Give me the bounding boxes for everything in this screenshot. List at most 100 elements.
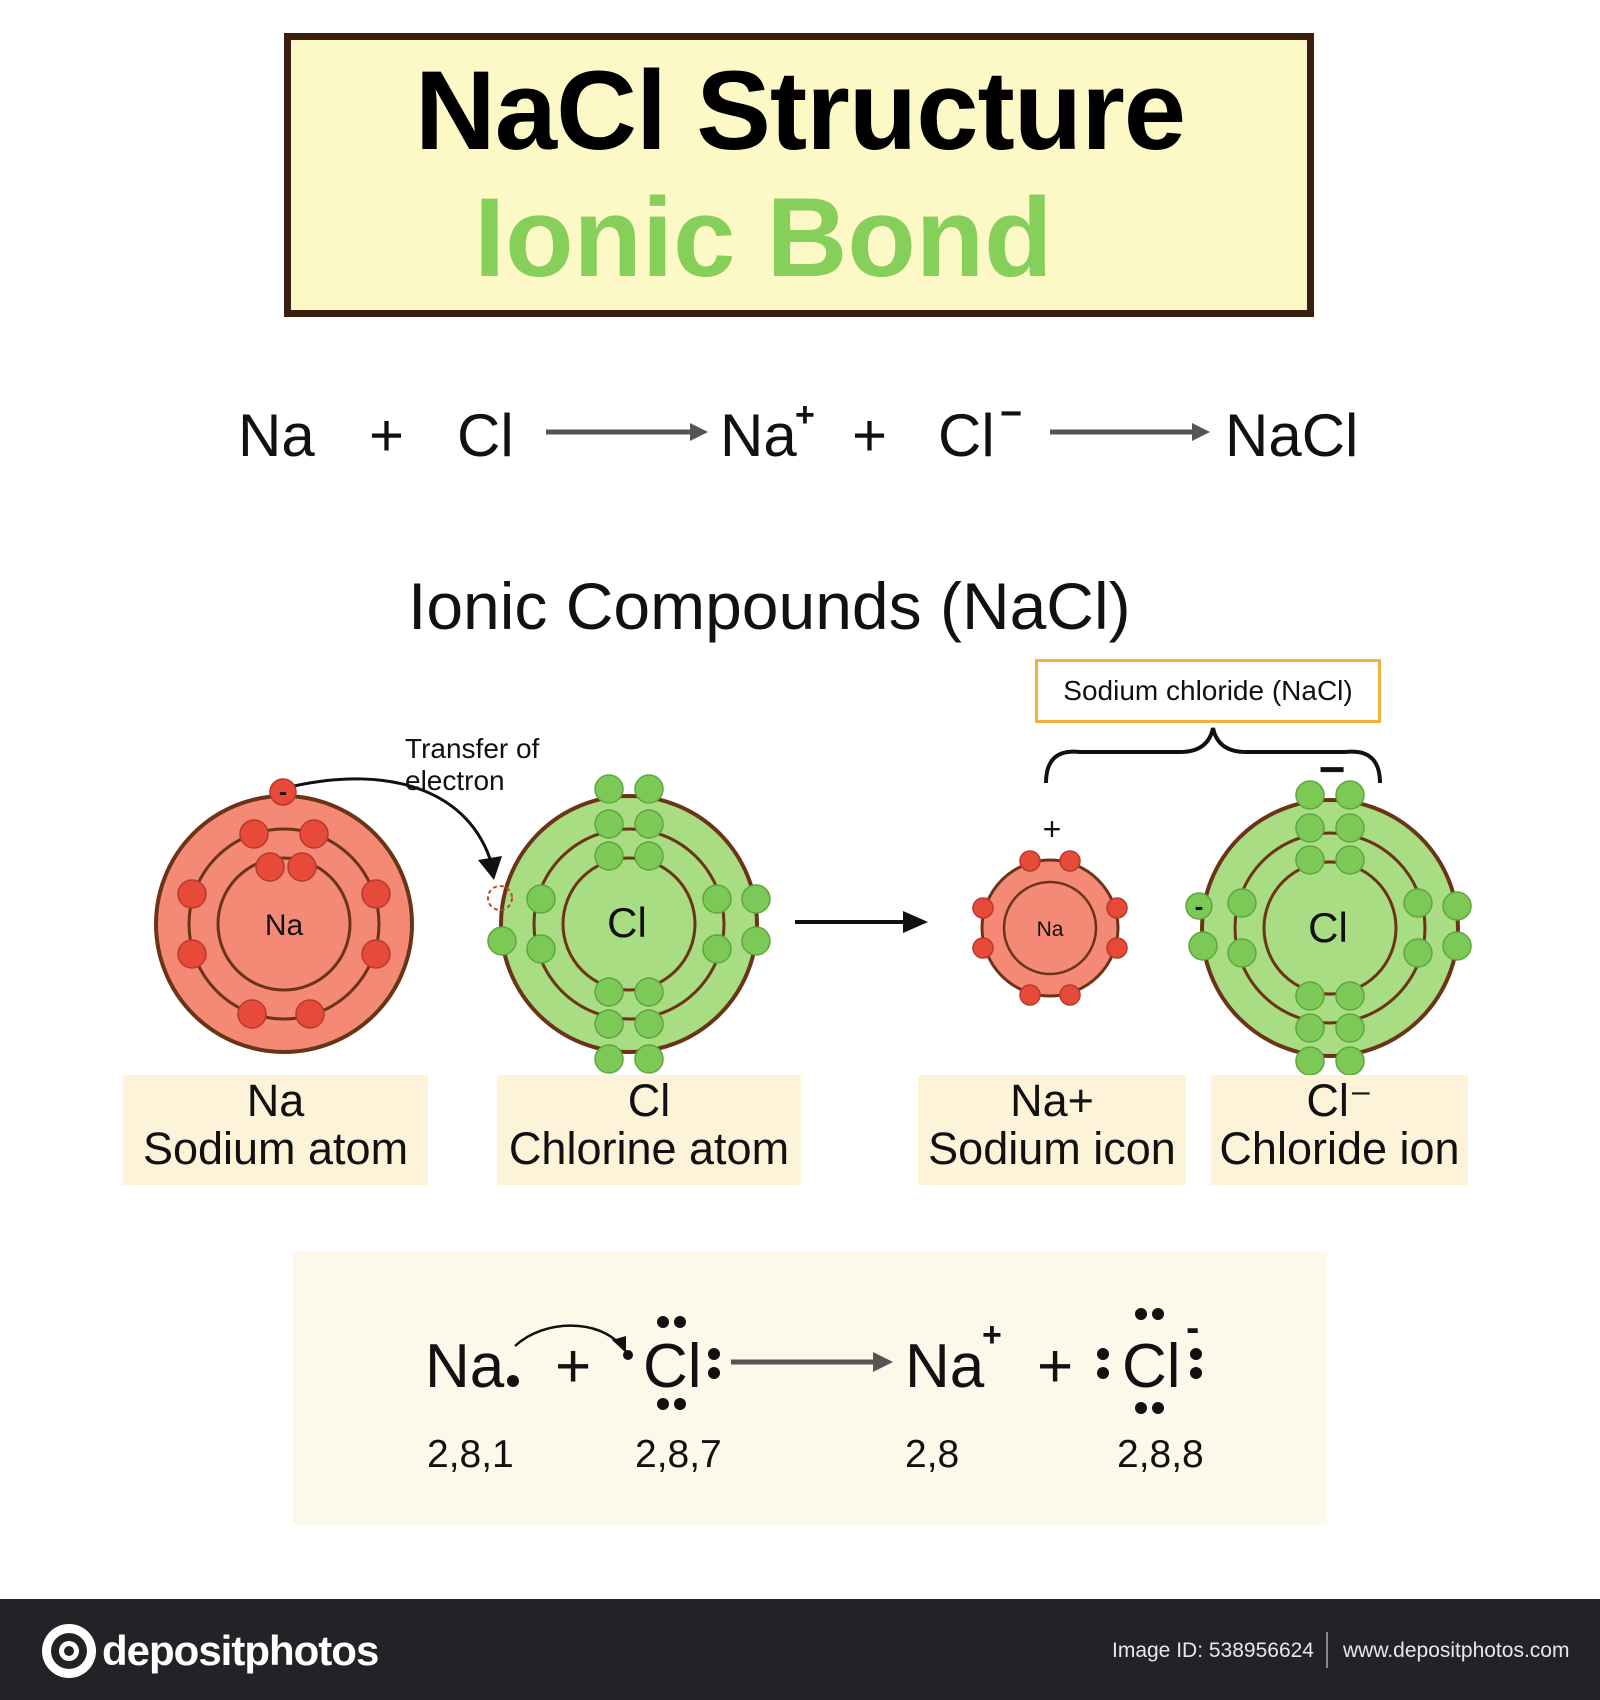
chlorine-electron	[634, 809, 664, 839]
camera-logo-icon	[42, 1624, 96, 1678]
transfer-arrow	[293, 777, 494, 866]
chlorine-electron	[594, 1009, 624, 1039]
page-subtitle: Ionic Bond	[474, 175, 1053, 300]
sodium-electron	[239, 819, 269, 849]
chloride-electron	[1335, 845, 1365, 875]
footer-logo[interactable]: depositphotos	[102, 1627, 379, 1674]
lewis-na: Na	[425, 1332, 505, 1401]
sodium-electron	[299, 819, 329, 849]
chloride-electron	[1227, 888, 1257, 918]
chloride-electron	[1335, 981, 1365, 1011]
sodium-atom-symbol: Na	[265, 909, 304, 942]
section-title: Ionic Compounds (NaCl)	[408, 569, 1131, 643]
chlorine-electron	[634, 977, 664, 1007]
chloride-ion-symbol: Cl	[1308, 904, 1348, 951]
electron-vacancy	[487, 885, 513, 911]
eq-na: Na	[238, 402, 315, 469]
sodium-electron	[361, 939, 391, 969]
sodium-ion-electron	[972, 897, 994, 919]
title-box	[284, 33, 1314, 317]
chlorine-electron	[634, 1044, 664, 1074]
sodium-atom-label: Na Sodium atom	[123, 1075, 428, 1185]
chlorine-electron	[594, 1044, 624, 1074]
eq-plus-1: +	[369, 402, 405, 469]
sodium-atom-label-line2: Sodium atom	[142, 1123, 409, 1174]
footer-divider	[1326, 1632, 1328, 1668]
footer-bar	[0, 1599, 1600, 1700]
lewis-transfer-arrow	[514, 1324, 621, 1347]
chloride-ion-label: Cl⁻ Chloride ion	[1211, 1075, 1468, 1185]
chlorine-electron	[594, 809, 624, 839]
chlorine-atom-symbol: Cl	[607, 899, 647, 946]
chlorine-electron	[741, 884, 771, 914]
lewis-cl-ion-charge: -	[1186, 1306, 1200, 1350]
reaction-arrowhead	[903, 911, 928, 933]
sodium-electron	[177, 939, 207, 969]
sodium-ion-electron	[1059, 850, 1081, 872]
chlorine-electron	[702, 884, 732, 914]
config-cl: 2,8,7	[635, 1433, 722, 1476]
chloride-ion: − Cl -	[1185, 743, 1472, 1076]
sodium-valence-electron	[269, 778, 297, 806]
chloride-ion-label-line2: Chloride ion	[1219, 1123, 1460, 1174]
sodium-ion-electron	[1019, 850, 1041, 872]
chlorine-electron	[594, 841, 624, 871]
chlorine-atom: Cl	[487, 774, 771, 1074]
sodium-electron	[177, 879, 207, 909]
chloride-electron	[1442, 931, 1472, 961]
sodium-electron	[295, 999, 325, 1029]
transfer-arrowhead	[478, 856, 502, 880]
compound-callout: Sodium chloride (NaCl)	[1035, 659, 1381, 723]
sodium-ion-label-line2: Sodium icon	[928, 1123, 1176, 1174]
eq-cl-ion-charge: −	[1000, 393, 1023, 435]
chloride-electron	[1403, 888, 1433, 918]
chloride-electron	[1227, 938, 1257, 968]
sodium-atom-label-line1: Na	[246, 1075, 305, 1126]
sodium-ion: + Na	[972, 811, 1128, 1006]
chlorine-atom-label: Cl Chlorine atom	[497, 1075, 801, 1185]
chloride-electron	[1295, 780, 1325, 810]
chlorine-electron	[741, 926, 771, 956]
chloride-electron	[1335, 1013, 1365, 1043]
transfer-label-line1: Transfer of	[405, 733, 540, 764]
footer-website[interactable]: www.depositphotos.com	[1343, 1639, 1570, 1662]
sodium-ion-electron	[972, 937, 994, 959]
chlorine-atom-label-line1: Cl	[627, 1075, 671, 1126]
eq-plus-2: +	[852, 402, 888, 469]
chlorine-electron	[634, 1009, 664, 1039]
chlorine-electron	[526, 934, 556, 964]
chloride-electron	[1295, 813, 1325, 843]
lewis-reaction-arrowhead	[873, 1352, 893, 1372]
lewis-na-electron	[507, 1375, 519, 1387]
chloride-electron	[1335, 780, 1365, 810]
lewis-diagram	[507, 1308, 1202, 1414]
chlorine-atom-label-line2: Chlorine atom	[508, 1123, 790, 1174]
config-na-ion: 2,8	[905, 1433, 960, 1476]
sodium-electron	[255, 852, 285, 882]
lewis-na-ion: Na	[905, 1332, 985, 1401]
chlorine-electron	[702, 934, 732, 964]
chloride-gained-electron	[1185, 892, 1213, 920]
atom-diagram: Transfer of electron Na - Cl + Na − Cl -	[154, 727, 1472, 1076]
chloride-electron	[1403, 938, 1433, 968]
chlorine-electron	[594, 977, 624, 1007]
eq-arrow-1	[546, 423, 708, 441]
eq-na-ion: Na	[720, 402, 797, 469]
eq-product: NaCl	[1225, 402, 1359, 469]
eq-arrow-2	[1050, 423, 1210, 441]
chloride-electron	[1295, 1013, 1325, 1043]
sodium-electron	[361, 879, 391, 909]
eq-cl: Cl	[457, 402, 514, 469]
transfer-label-line2: electron	[405, 765, 505, 796]
chlorine-electron	[526, 884, 556, 914]
chlorine-electron	[487, 926, 517, 956]
chloride-electron	[1295, 981, 1325, 1011]
chloride-electron	[1442, 891, 1472, 921]
chlorine-electron	[594, 774, 624, 804]
lewis-transfer-arrowhead	[612, 1336, 626, 1353]
chloride-electron	[1295, 845, 1325, 875]
sodium-ion-symbol: Na	[1037, 918, 1064, 941]
sodium-electron	[237, 999, 267, 1029]
lewis-plus-2: +	[1037, 1332, 1074, 1401]
sodium-ion-electron	[1019, 984, 1041, 1006]
